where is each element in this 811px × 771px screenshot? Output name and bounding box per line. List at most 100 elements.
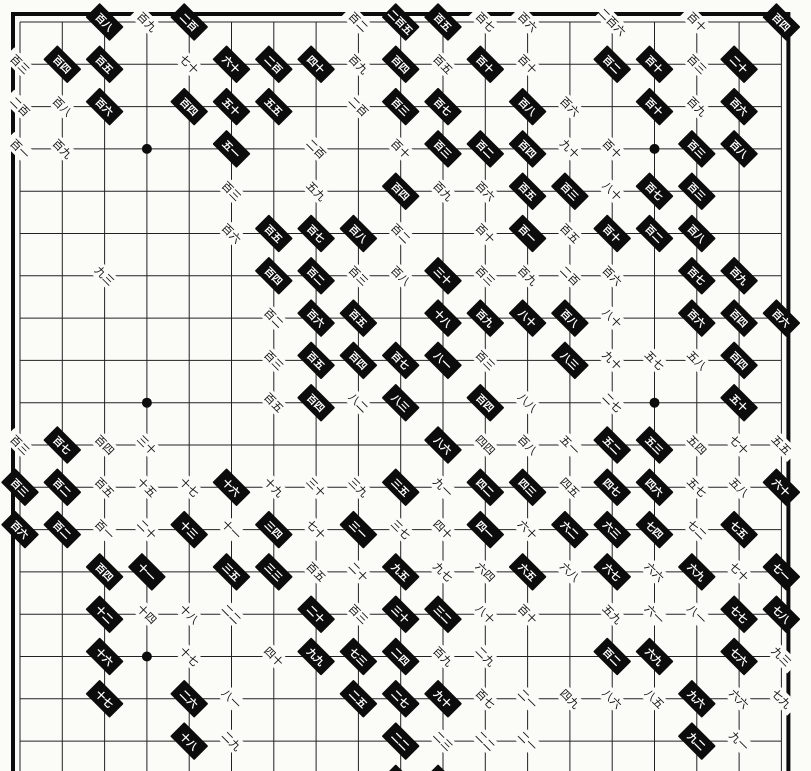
black-stone-move: 十三 (170, 511, 208, 549)
black-stone-move: 八三 (551, 341, 589, 379)
black-stone-move: 百三 (678, 172, 716, 210)
black-stone-move: 百十 (593, 214, 631, 252)
black-stone-move: 八六 (424, 426, 462, 464)
black-stone-move: 百五 (339, 299, 377, 337)
black-stone-move: 百五 (509, 172, 547, 210)
black-stone-move: 十二 (86, 595, 124, 633)
black-stone-move: 百八 (339, 214, 377, 252)
black-stone-move: 九十 (424, 680, 462, 718)
black-stone-move: 百四 (255, 257, 293, 295)
black-stone-move: 六七 (593, 553, 631, 591)
black-stone-move: 百四 (762, 3, 800, 41)
black-stone-move: 百四 (43, 45, 81, 83)
black-stone-move: 八三 (382, 384, 420, 422)
black-stone-move: 三三 (255, 553, 293, 591)
black-stone-move: 二六 (170, 680, 208, 718)
black-stone-move: 百二 (635, 214, 673, 252)
black-stone-move: 三一 (339, 511, 377, 549)
black-stone-move: 四二 (466, 468, 504, 506)
black-stone-move: 十六 (86, 637, 124, 675)
black-stone-move: 九五 (382, 553, 420, 591)
black-stone-move: 三五 (382, 468, 420, 506)
black-stone-move: 百一 (509, 214, 547, 252)
black-stone-move: 百三 (382, 88, 420, 126)
black-stone-move: 百三 (1, 468, 39, 506)
black-stone-move: 百二 (43, 468, 81, 506)
black-stone-move: 九二 (678, 722, 716, 760)
black-stone-move: 百五 (424, 3, 462, 41)
black-stone-move: 二五 (339, 680, 377, 718)
black-stone-move: 百七 (297, 214, 335, 252)
black-stone-move: 五五 (255, 88, 293, 126)
black-stone-move: 百七 (678, 257, 716, 295)
black-stone-move: 七六 (720, 637, 758, 675)
black-stone-move: 百四 (86, 553, 124, 591)
black-stone-move: 五十 (212, 88, 250, 126)
star-point (142, 652, 152, 662)
black-stone-move: 百九 (720, 257, 758, 295)
black-stone-move: 百二 (593, 45, 631, 83)
black-stone-move: 百四 (382, 45, 420, 83)
black-stone-move: 十七 (86, 680, 124, 718)
black-stone-move: 十六 (212, 468, 250, 506)
black-stone-move: 六五 (509, 553, 547, 591)
black-stone-move: 二四 (382, 637, 420, 675)
black-stone-move: 百四 (720, 341, 758, 379)
black-stone-move: 四七 (593, 468, 631, 506)
black-stone-move: 二百 (170, 3, 208, 41)
black-stone-move: 百六 (297, 299, 335, 337)
black-stone-move: 百五 (86, 45, 124, 83)
black-stone-move: 十八 (424, 299, 462, 337)
black-stone-move: 四十 (297, 45, 335, 83)
black-stone-move: 百三 (678, 130, 716, 168)
black-stone-move: 十一 (128, 553, 166, 591)
black-stone-move: 七七 (720, 595, 758, 633)
black-stone-move: 百二 (466, 130, 504, 168)
star-point (650, 144, 660, 154)
black-stone-move: 百五 (255, 214, 293, 252)
black-stone-move: 五二 (593, 426, 631, 464)
black-stone-move: 三四 (255, 511, 293, 549)
black-stone-move: 四三 (509, 468, 547, 506)
black-stone-move: 五一 (212, 130, 250, 168)
black-stone-move: 百四 (509, 130, 547, 168)
black-stone-move: 七一 (762, 553, 800, 591)
black-stone-move: 百七 (424, 88, 462, 126)
black-stone-move: 百四 (339, 341, 377, 379)
black-stone-move: 三十 (382, 595, 420, 633)
black-stone-move: 六二 (551, 511, 589, 549)
black-stone-move: 七八 (762, 595, 800, 633)
black-stone-move: 六三 (593, 511, 631, 549)
black-stone-move: 二七 (382, 680, 420, 718)
black-stone-move: 百八 (720, 130, 758, 168)
black-stone-move: 百七 (635, 172, 673, 210)
black-stone-move: 九九 (297, 637, 335, 675)
black-stone-move: 百三 (424, 130, 462, 168)
black-stone-move: 二十 (720, 45, 758, 83)
black-stone-move: 三十 (424, 257, 462, 295)
black-stone-move: 三二 (424, 595, 462, 633)
black-stone-move: 百六 (720, 88, 758, 126)
black-stone-move: 五三 (635, 426, 673, 464)
black-stone-move: 百十 (466, 45, 504, 83)
black-stone-move: 百二 (43, 511, 81, 549)
black-stone-move: 十八 (170, 722, 208, 760)
black-stone-move: 百十 (635, 88, 673, 126)
black-stone-move: 二百 (255, 45, 293, 83)
black-stone-move: 百十 (635, 45, 673, 83)
black-stone-move: 百九 (466, 299, 504, 337)
black-stone-move: 三五 (212, 553, 250, 591)
black-stone-move: 百八 (551, 299, 589, 337)
star-point (650, 398, 660, 408)
black-stone-move: 六十 (762, 468, 800, 506)
black-stone-move: 百六 (678, 299, 716, 337)
black-stone-move: 百四 (466, 384, 504, 422)
star-point (142, 144, 152, 154)
black-stone-move: 二百五 (382, 3, 420, 41)
black-stone-move: 九六 (678, 680, 716, 718)
black-stone-move: 七五 (720, 511, 758, 549)
black-stone-move: 八十 (509, 299, 547, 337)
black-stone-move: 六十 (212, 45, 250, 83)
